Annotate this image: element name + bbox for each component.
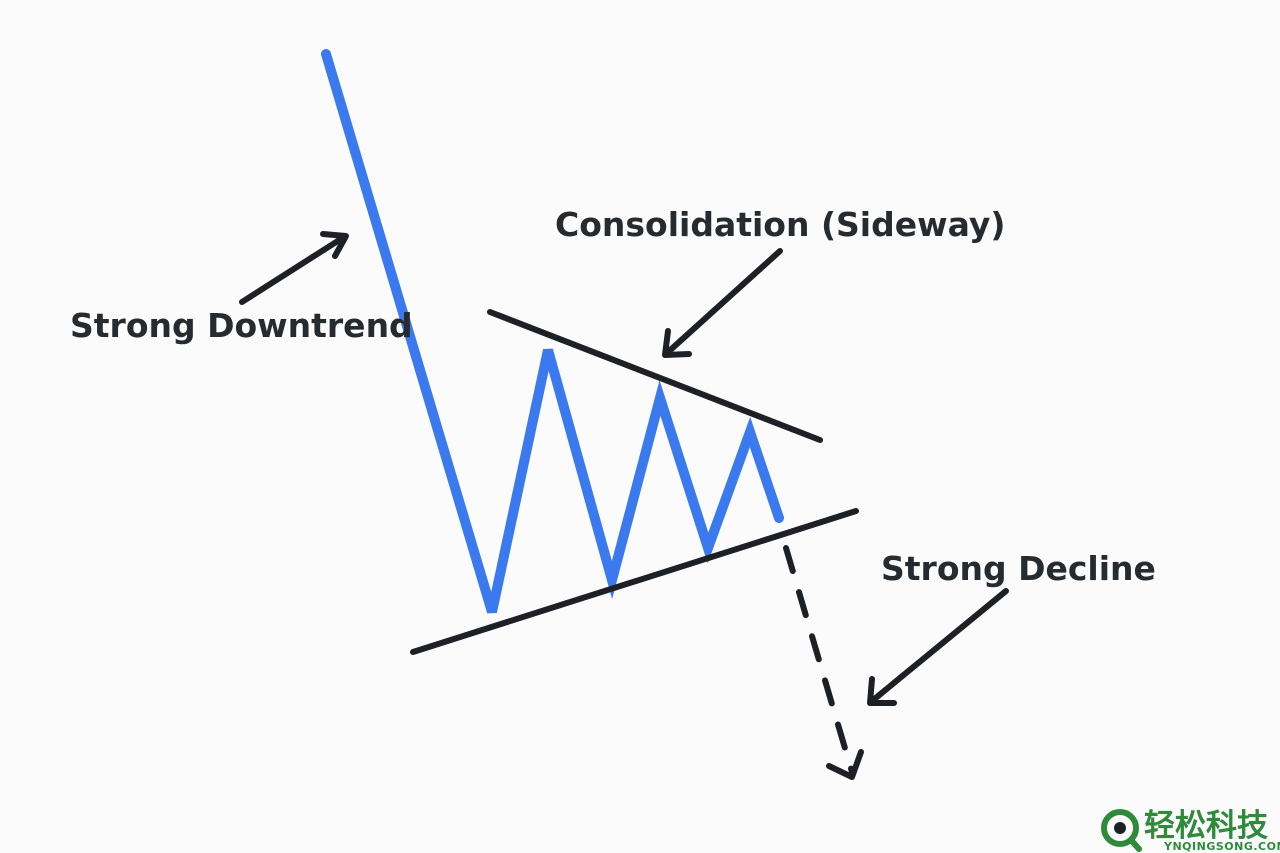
watermark: 轻松科技 YNQINGSONG.COM xyxy=(1101,808,1280,853)
consolidation-arrow-icon xyxy=(662,248,783,358)
watermark-domain: YNQINGSONG.COM xyxy=(1163,840,1280,853)
watermark-brand: 轻松科技 xyxy=(1144,808,1268,844)
magnifier-logo-icon xyxy=(1101,809,1142,852)
label-strong-downtrend: Strong Downtrend xyxy=(70,306,413,345)
label-consolidation: Consolidation (Sideway) xyxy=(555,205,1005,244)
breakdown-arrow-icon xyxy=(826,749,864,780)
decline-arrow-icon xyxy=(867,588,1009,706)
label-strong-decline: Strong Decline xyxy=(881,549,1156,588)
price-path xyxy=(321,49,784,614)
downtrend-arrow-icon xyxy=(239,231,349,305)
breakdown-dashed-line xyxy=(783,545,855,775)
lower-trendline xyxy=(410,508,859,655)
upper-trendline xyxy=(487,309,823,443)
